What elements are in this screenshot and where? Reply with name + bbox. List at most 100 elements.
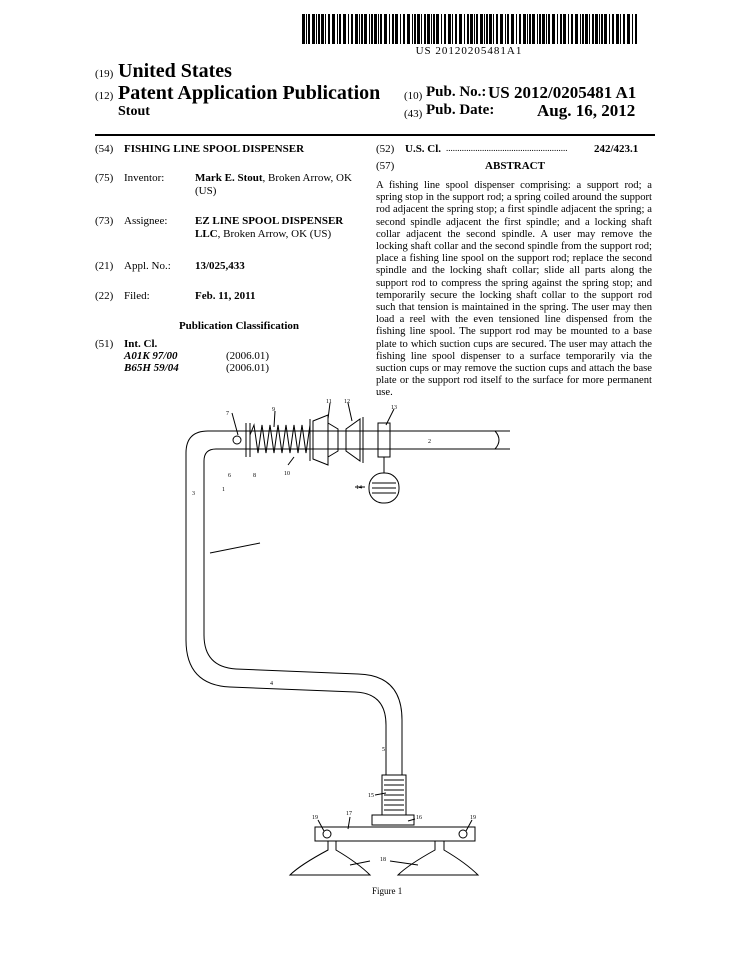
ref-label-8: 8 [253, 473, 256, 479]
leader-10 [287, 456, 295, 466]
barcode-bar [476, 14, 478, 44]
barcode-bar [623, 14, 625, 44]
barcode-bar [609, 14, 610, 44]
barcode-bar [407, 14, 410, 44]
barcode-bar [627, 14, 630, 44]
barcode-bar [500, 14, 503, 44]
barcode-bar [489, 14, 492, 44]
barcode-bar [325, 14, 326, 44]
barcode-bar [620, 14, 621, 44]
barcode-bar [532, 14, 535, 44]
barcode-bar [516, 14, 517, 44]
appl-code: (21) [95, 260, 114, 272]
barcode-bar [480, 14, 483, 44]
figure-1: 1 2 3 4 5 6 7 8 9 10 11 12 13 14 15 16 1… [150, 395, 550, 900]
barcode-bar [484, 14, 485, 44]
inventor-label: Inventor: [124, 172, 165, 184]
code-12: (12) [95, 90, 114, 102]
barcode-bar [412, 14, 413, 44]
intcl-label: Int. Cl. [124, 338, 158, 350]
barcode-bar [374, 14, 377, 44]
barcode-bar [355, 14, 358, 44]
barcode-bar [585, 14, 588, 44]
barcode-bar [452, 14, 453, 44]
patent-drawing: 1 2 3 4 5 6 7 8 9 10 11 12 13 14 15 16 1… [185, 399, 510, 896]
ref-label-14: 14 [356, 485, 362, 491]
country: United States [118, 60, 232, 82]
barcode-bar [395, 14, 398, 44]
leader-1 [209, 542, 261, 554]
class-1-year: (2006.01) [226, 350, 270, 362]
barcode-bar [467, 14, 469, 44]
ref-label-15: 15 [368, 793, 374, 799]
mount-nut [371, 814, 415, 826]
assignee-code: (73) [95, 215, 114, 227]
barcode-bar [632, 14, 633, 44]
barcode-bar [493, 14, 494, 44]
barcode-bar [441, 14, 442, 44]
barcode-bar [424, 14, 426, 44]
title-code: (54) [95, 143, 114, 155]
barcode [300, 14, 638, 48]
barcode-bar [557, 14, 558, 44]
support-rod-inner [203, 448, 510, 775]
barcode-bar [343, 14, 346, 44]
suction-cup-right [396, 841, 480, 876]
code-10: (10) [404, 90, 423, 102]
barcode-bar [548, 14, 550, 44]
barcode-bar [448, 14, 451, 44]
barcode-bar [384, 14, 387, 44]
uscl-dots: ........................................… [446, 143, 568, 153]
figure-caption: Figure 1 [372, 886, 402, 896]
abstract-code: (57) [376, 160, 395, 172]
ref-label-6: 6 [228, 473, 231, 479]
barcode-bar [635, 14, 637, 44]
appl-label: Appl. No.: [124, 260, 171, 272]
barcode-bar [519, 14, 521, 44]
barcode-bar [351, 14, 353, 44]
barcode-bar [571, 14, 573, 44]
barcode-bar [542, 14, 545, 44]
assignee-location: , Broken Arrow, OK (US) [217, 228, 332, 240]
inventor-code: (75) [95, 172, 114, 184]
threaded-end [384, 779, 404, 811]
barcode-bar [417, 14, 420, 44]
ref-label-3: 3 [192, 491, 195, 497]
barcode-bar [599, 14, 600, 44]
barcode-bar [486, 14, 488, 44]
barcode-bar [308, 14, 310, 44]
leader-13 [385, 408, 395, 426]
spring-stop-pin [232, 435, 242, 445]
appl-no: 13/025,433 [195, 260, 245, 272]
barcode-bar [455, 14, 457, 44]
leader-16 [407, 818, 416, 822]
barcode-bar [546, 14, 547, 44]
barcode-bar [511, 14, 514, 44]
inventor-location: , Broken Arrow, OK (US) [195, 172, 352, 197]
barcode-bar [316, 14, 317, 44]
uscl-value: 242/423.1 [594, 143, 639, 155]
barcode-bar [529, 14, 531, 44]
barcode-bar [348, 14, 349, 44]
class-2-year: (2006.01) [226, 362, 270, 374]
barcode-bar [421, 14, 422, 44]
barcode-bar [568, 14, 569, 44]
barcode-number: US 20120205481A1 [415, 45, 523, 57]
barcode-bar [507, 14, 509, 44]
ref-label-1: 1 [222, 487, 225, 493]
barcode-bar [389, 14, 390, 44]
author: Stout [118, 104, 150, 119]
barcode-bar [321, 14, 324, 44]
code-43: (43) [404, 108, 423, 120]
ref-label-13: 13 [391, 405, 397, 411]
assignee-name: EZ LINE SPOOL DISPENSER LLC [195, 215, 344, 240]
leader-17 [347, 816, 351, 830]
barcode-bar [371, 14, 373, 44]
barcode-bar [400, 14, 401, 44]
leader-15 [374, 792, 387, 796]
leader-19-left [317, 819, 325, 832]
barcode-bar [560, 14, 562, 44]
leader-11 [327, 402, 331, 420]
barcode-bar [436, 14, 439, 44]
filed-label: Filed: [124, 290, 150, 302]
